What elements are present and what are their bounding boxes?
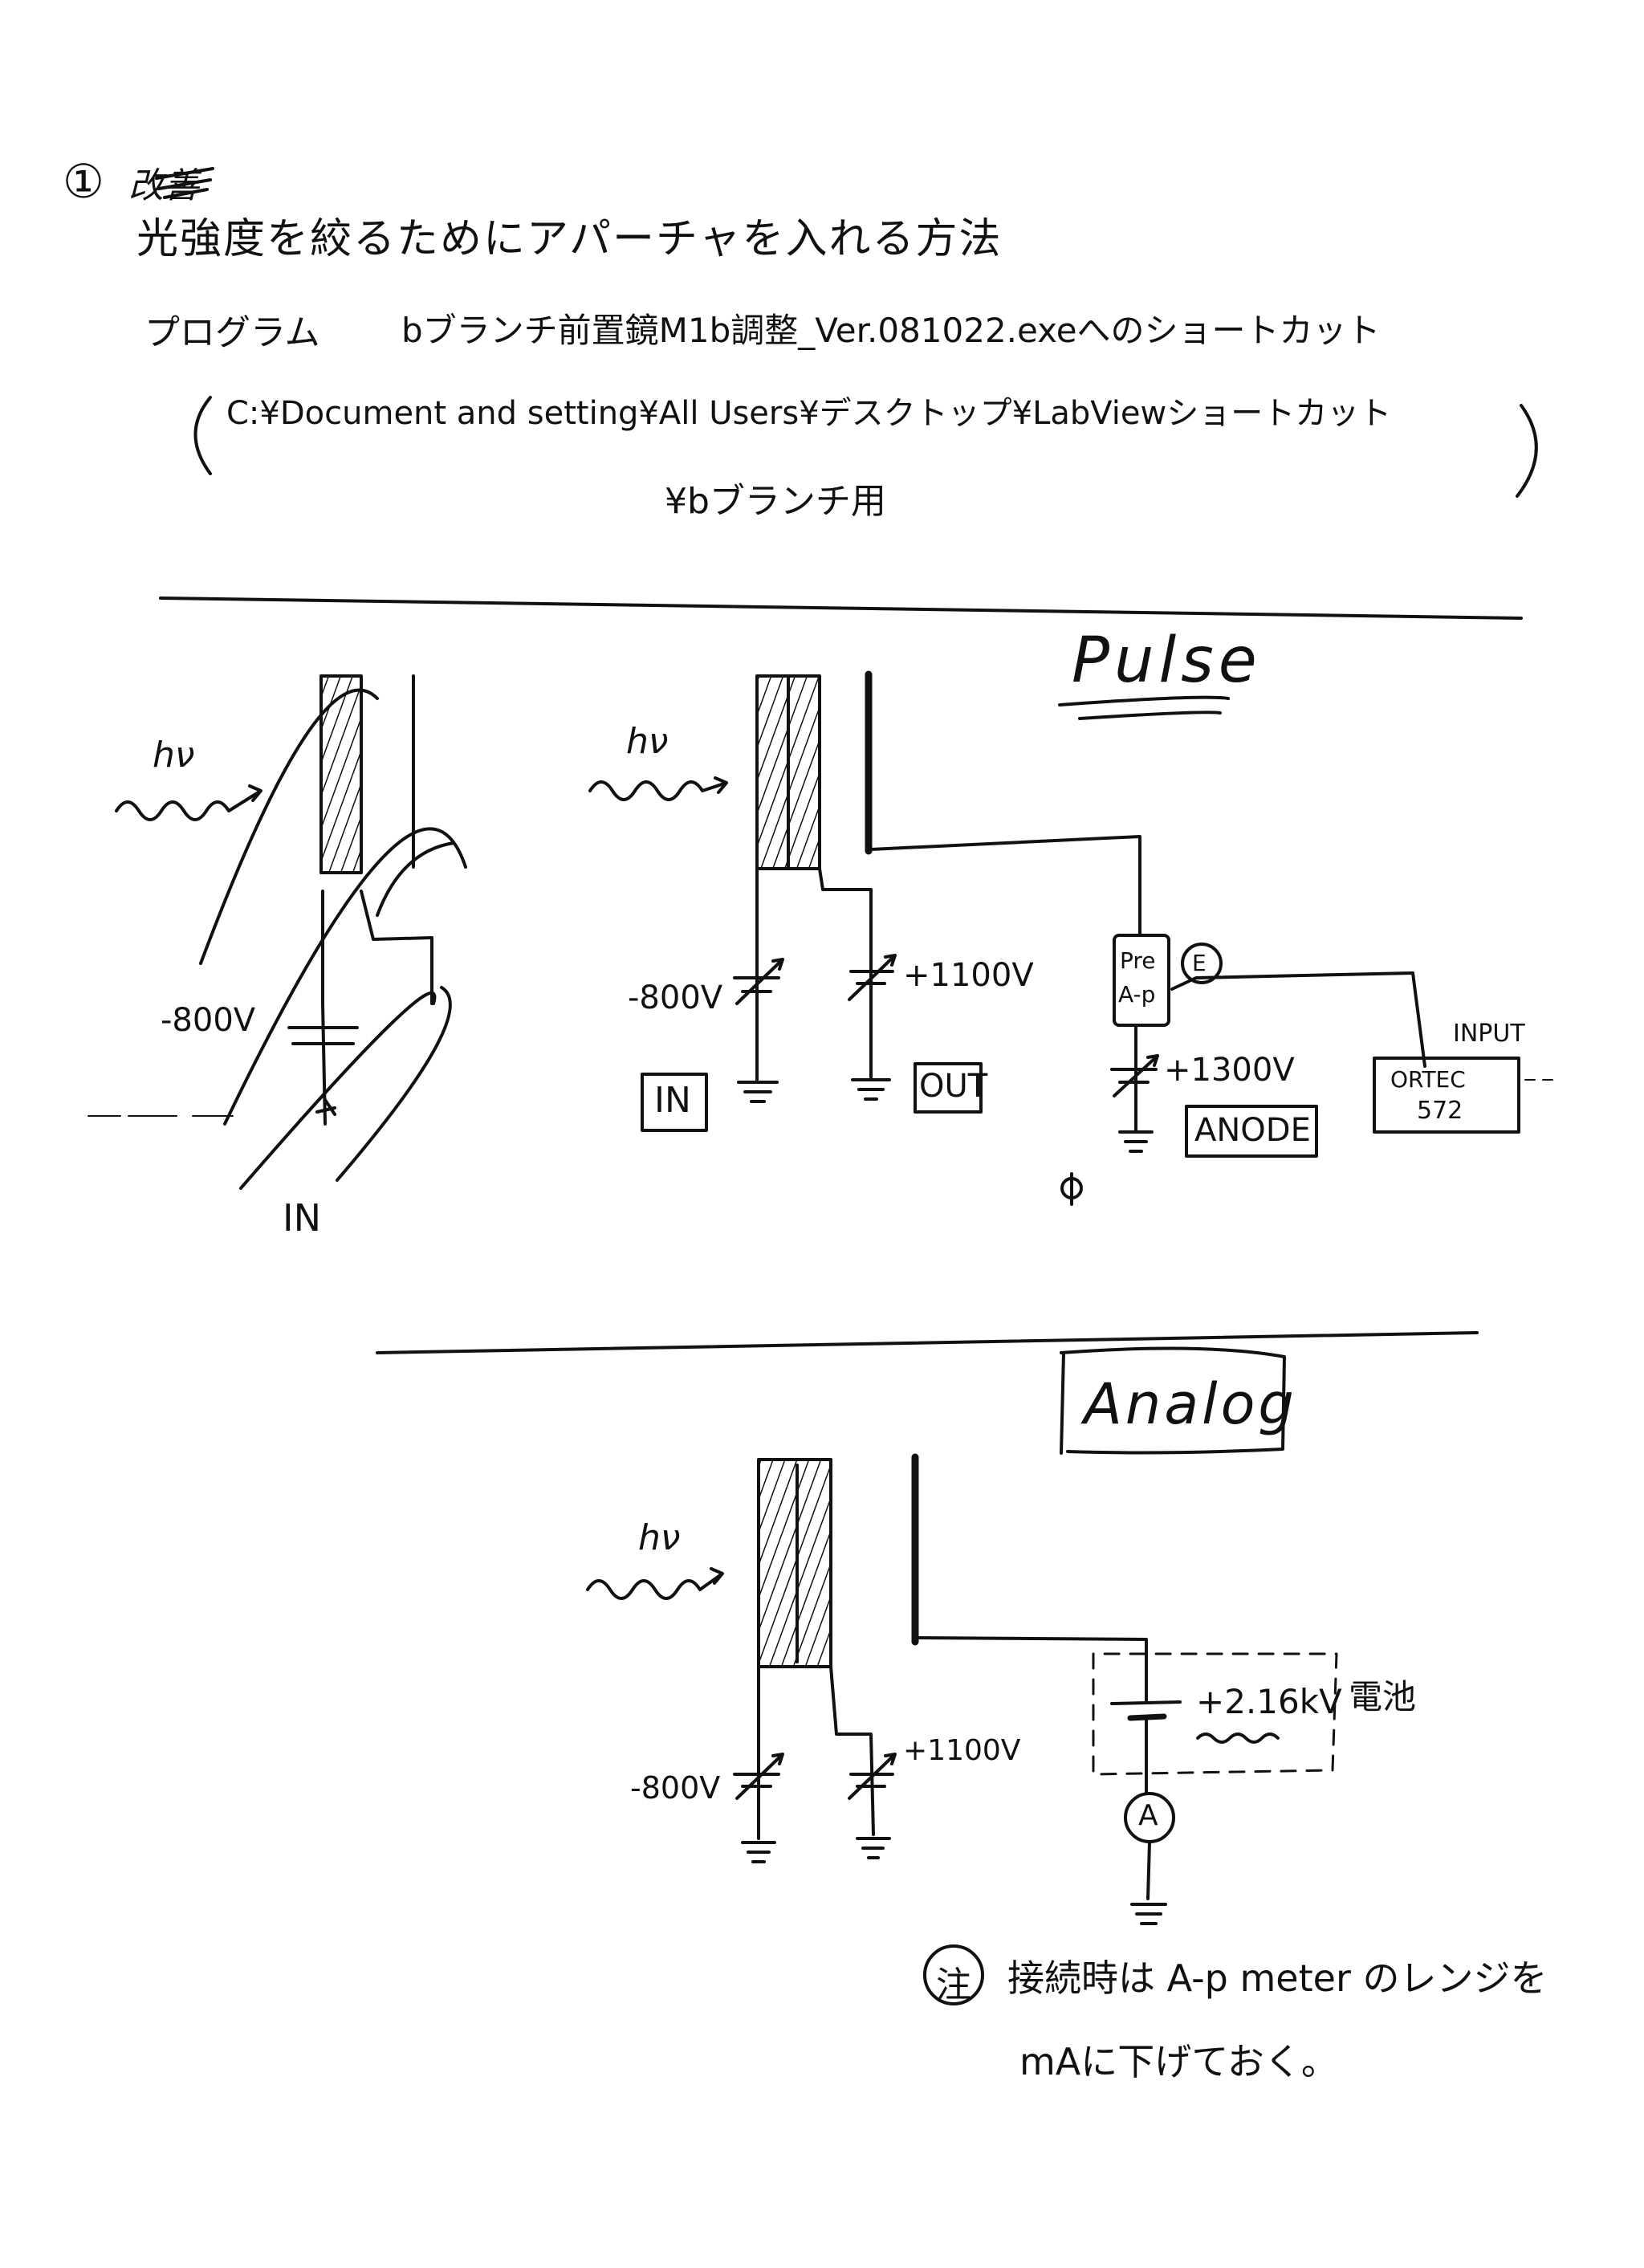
separator-middle xyxy=(376,1331,1479,1354)
analog-circuit xyxy=(586,1346,1338,1925)
pulse-section-title: Pulse xyxy=(1072,625,1262,697)
analog-wavy xyxy=(586,1567,724,1600)
pulse-preamp xyxy=(1113,934,1170,1027)
pulse-box-anode-label: ANODE xyxy=(1194,1112,1311,1149)
separator-top xyxy=(159,597,1523,620)
pulse-preamp-mark: E xyxy=(1192,950,1207,976)
analog-voltage-in: -800V xyxy=(630,1770,721,1806)
analog-battery-enclosure xyxy=(1092,1652,1338,1776)
page-title: 光強度を絞るためにアパーチャを入れる方法 xyxy=(136,215,1003,263)
pulse-box-anode xyxy=(1185,1105,1318,1158)
pulse-box-out-label: OUT xyxy=(919,1068,988,1105)
item-number: ① xyxy=(63,154,104,209)
pulse-circuit xyxy=(588,670,1553,1206)
pulse-light-label: hν xyxy=(626,721,669,762)
sketch-left-wavy xyxy=(115,784,262,821)
pulse-title-underline xyxy=(1058,695,1230,720)
struck-word: 改善 xyxy=(128,165,199,206)
pulse-box-ortec xyxy=(1373,1057,1520,1134)
pulse-ortec-line-1: ORTEC xyxy=(1390,1066,1466,1093)
pulse-ortec-line-2: 572 xyxy=(1417,1097,1463,1125)
pulse-preamp-mark xyxy=(1181,943,1223,984)
program-label: プログラム xyxy=(144,312,320,353)
path-paren-right xyxy=(1516,404,1538,498)
analog-light-label: hν xyxy=(638,1517,681,1558)
sketch-left-mcp xyxy=(319,674,363,874)
path-line-2: ¥bブランチ用 xyxy=(665,481,886,522)
program-file: bブランチ前置鏡M1b調整_Ver.081022.exeへのショートカット xyxy=(401,311,1381,350)
pulse-voltage-in: -800V xyxy=(628,979,723,1016)
pulse-preamp-line-1: Pre xyxy=(1120,947,1156,974)
sketch-left-voltage: -800V xyxy=(161,1002,256,1039)
pulse-voltage-out: +1100V xyxy=(903,957,1034,994)
sketch-left-bottom-label: IN xyxy=(283,1196,321,1240)
path-paren-left xyxy=(193,396,212,475)
pulse-input-label: INPUT xyxy=(1453,1020,1525,1048)
analog-battery-voltage: +2.16kV xyxy=(1196,1682,1342,1721)
note-line-1: 接続時は A-p meter のレンジを xyxy=(1007,1957,1548,2000)
analog-ammeter-label: A xyxy=(1138,1799,1158,1832)
sketch-left-drawing xyxy=(87,674,467,1190)
pulse-box-out xyxy=(914,1062,983,1114)
analog-voltage-out: +1100V xyxy=(903,1734,1021,1767)
pulse-preamp-line-2: A-p xyxy=(1118,981,1156,1008)
analog-battery-long xyxy=(1110,1700,1182,1705)
pulse-voltage-anode: +1300V xyxy=(1164,1052,1295,1089)
note-mark: 注 xyxy=(936,1965,971,2005)
analog-section-title: Analog xyxy=(1084,1371,1297,1437)
analog-mcp xyxy=(757,1458,832,1668)
note-line-2: mAに下げておく。 xyxy=(1019,2040,1338,2083)
note-mark-ring xyxy=(923,1944,984,2005)
analog-title-box xyxy=(1060,1346,1286,1455)
strikethrough-scribble xyxy=(155,167,214,199)
sketch-left-light-label: hν xyxy=(153,735,195,776)
pulse-box-in xyxy=(641,1073,708,1132)
pulse-box-in-label: IN xyxy=(654,1080,691,1121)
analog-battery-label: 電池 xyxy=(1349,1677,1417,1716)
path-line-1: C:¥Document and setting¥All Users¥デスクトップ… xyxy=(226,395,1392,432)
pulse-wavy xyxy=(588,776,728,801)
